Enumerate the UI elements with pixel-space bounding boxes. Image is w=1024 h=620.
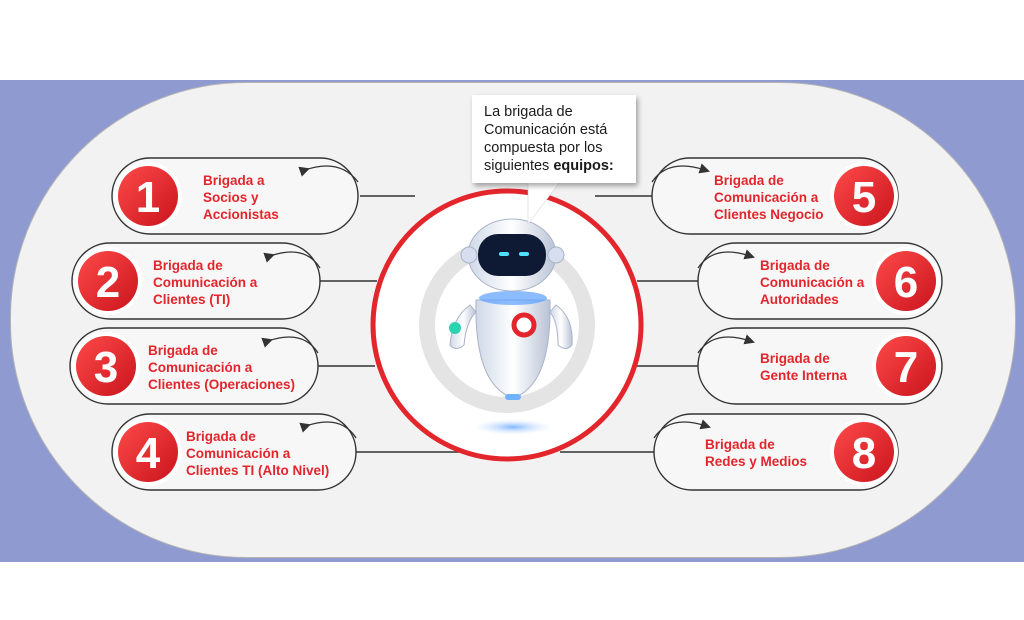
badge-number-1: 1	[136, 173, 160, 222]
card-5	[651, 157, 899, 235]
card-8	[653, 413, 899, 491]
badge-8	[834, 422, 894, 482]
callout-bubble	[472, 95, 636, 183]
robot-mascot-icon	[449, 218, 573, 435]
badge-5	[834, 166, 894, 226]
badge-number-3: 3	[94, 343, 118, 392]
badge-number-5: 5	[852, 173, 876, 222]
badge-6	[876, 251, 936, 311]
brigade-label-4: Brigada de Comunicación a Clientes TI (A…	[186, 429, 330, 478]
badge-number-7: 7	[894, 343, 918, 392]
brigade-label-5: Brigada de Comunicación a Clientes Negoc…	[714, 173, 824, 222]
callout-body: La brigada de Comunicación está compuest…	[484, 104, 608, 174]
badge-1	[118, 166, 178, 226]
card-4	[111, 413, 357, 491]
badge-2	[78, 251, 138, 311]
callout-bold: equipos:	[553, 158, 614, 174]
badge-number-4: 4	[136, 429, 161, 478]
callout-text: La brigada de Comunicación está compuest…	[484, 103, 634, 175]
badge-number-2: 2	[96, 258, 120, 307]
card-7	[697, 327, 943, 405]
badge-number-6: 6	[894, 258, 918, 307]
badge-7	[876, 336, 936, 396]
card-6	[697, 242, 943, 320]
card-3	[69, 327, 319, 405]
card-1	[111, 157, 359, 235]
brigade-label-3: Brigada de Comunicación a Clientes (Oper…	[148, 343, 296, 392]
brigade-label-6: Brigada de Comunicación a Autoridades	[760, 258, 865, 307]
brigade-label-7: Brigada de Gente Interna	[760, 351, 848, 383]
brigade-label-1: Brigada a Socios y Accionistas	[203, 173, 279, 222]
badge-4	[118, 422, 178, 482]
brigade-label-8: Brigada de Redes y Medios	[705, 437, 808, 469]
connector-lines	[318, 195, 700, 453]
badge-number-8: 8	[852, 429, 876, 478]
brigade-label-2: Brigada de Comunicación a Clientes (TI)	[153, 258, 258, 307]
badge-3	[76, 336, 136, 396]
card-2	[71, 242, 321, 320]
